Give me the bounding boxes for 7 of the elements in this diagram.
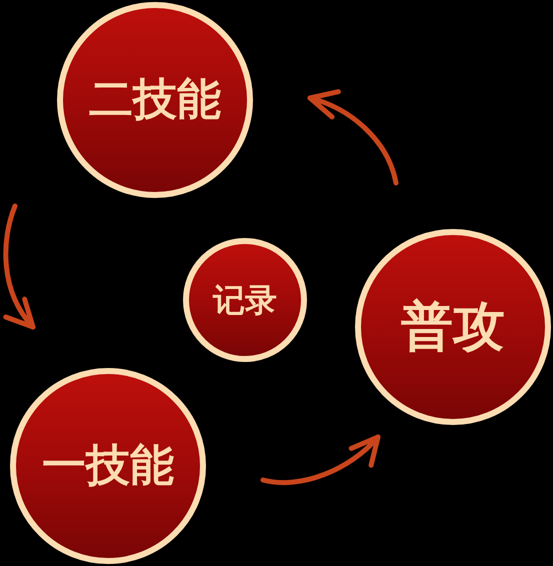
- arrow: [260, 434, 380, 486]
- arrow: [3, 204, 36, 330]
- circle-node: 一技能: [10, 368, 206, 564]
- circle-node: 二技能: [57, 2, 253, 198]
- circle-node: 记录: [183, 238, 307, 362]
- arrow: [308, 90, 398, 186]
- circle-node: 普攻: [355, 229, 551, 425]
